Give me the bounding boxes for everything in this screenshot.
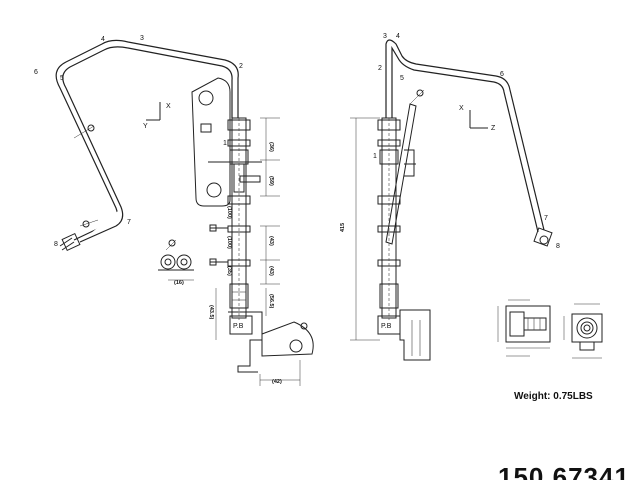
svg-text:P.B: P.B <box>233 323 244 330</box>
part-number: 150.67341 <box>498 462 630 480</box>
end-fitting-left <box>59 232 81 252</box>
axis-x2-label: X <box>459 105 464 112</box>
dimension-column-left: (100) (100) (35) (43.5) <box>208 206 232 340</box>
v2-label-3: 3 <box>383 33 387 40</box>
detail-view-side <box>497 299 551 357</box>
v1-label-4: 4 <box>101 36 105 43</box>
v2-label-4: 4 <box>396 33 400 40</box>
flex-hose-view1 <box>227 117 251 320</box>
v1-label-8: 8 <box>54 241 58 248</box>
v1-label-7: 7 <box>127 219 131 226</box>
v2-label-1: 1 <box>373 153 377 160</box>
flex-hose-view2 <box>377 117 401 320</box>
svg-text:(56.5): (56.5) <box>268 294 274 309</box>
v2-label-2: 2 <box>378 65 382 72</box>
view-1: 1 2 3 4 5 6 7 8 X Y <box>34 35 314 386</box>
axis-indicator-xz: X Z <box>459 105 496 132</box>
svg-text:(43): (43) <box>268 266 274 276</box>
svg-text:(43.5): (43.5) <box>208 305 214 320</box>
axis-indicator-xy: X Y <box>143 102 171 130</box>
clip-dim-16: (16) <box>174 280 184 286</box>
axis-z-label: Z <box>491 125 496 132</box>
end-fitting-right <box>533 227 553 247</box>
v1-label-3: 3 <box>140 35 144 42</box>
v1-label-6: 6 <box>34 69 38 76</box>
lower-block-view2: P.B <box>377 309 431 361</box>
view-2: 1 2 3 4 5 6 7 8 X Z <box>340 33 560 361</box>
svg-text:(35): (35) <box>226 266 232 276</box>
detail-view-end <box>563 303 603 359</box>
svg-text:(43): (43) <box>268 236 274 246</box>
svg-text:(100): (100) <box>226 206 232 219</box>
svg-text:P.B: P.B <box>381 323 392 330</box>
v2-label-6: 6 <box>500 71 504 78</box>
svg-text:(100): (100) <box>226 236 232 249</box>
overall-length-dim: 415 <box>340 117 380 341</box>
axis-y-label: Y <box>143 123 148 130</box>
v1-label-5: 5 <box>60 75 64 82</box>
v1-label-1: 1 <box>223 140 227 147</box>
v1-label-2: 2 <box>239 63 243 70</box>
hose-clip-detail: (16) <box>158 239 194 286</box>
dimension-column-right: (36) (59) (43) (43) (56.5) <box>260 117 280 316</box>
v2-label-8: 8 <box>556 243 560 250</box>
v2-label-7: 7 <box>544 215 548 222</box>
lower-bracket: P.B <box>228 311 314 373</box>
svg-text:(36): (36) <box>268 142 274 152</box>
weight-label: Weight: 0.75LBS <box>514 391 593 402</box>
axis-x-label: X <box>166 103 171 110</box>
dim-415: 415 <box>340 223 346 232</box>
svg-text:(59): (59) <box>268 176 274 186</box>
dim-42: (42) <box>272 379 282 385</box>
v2-label-5: 5 <box>400 75 404 82</box>
